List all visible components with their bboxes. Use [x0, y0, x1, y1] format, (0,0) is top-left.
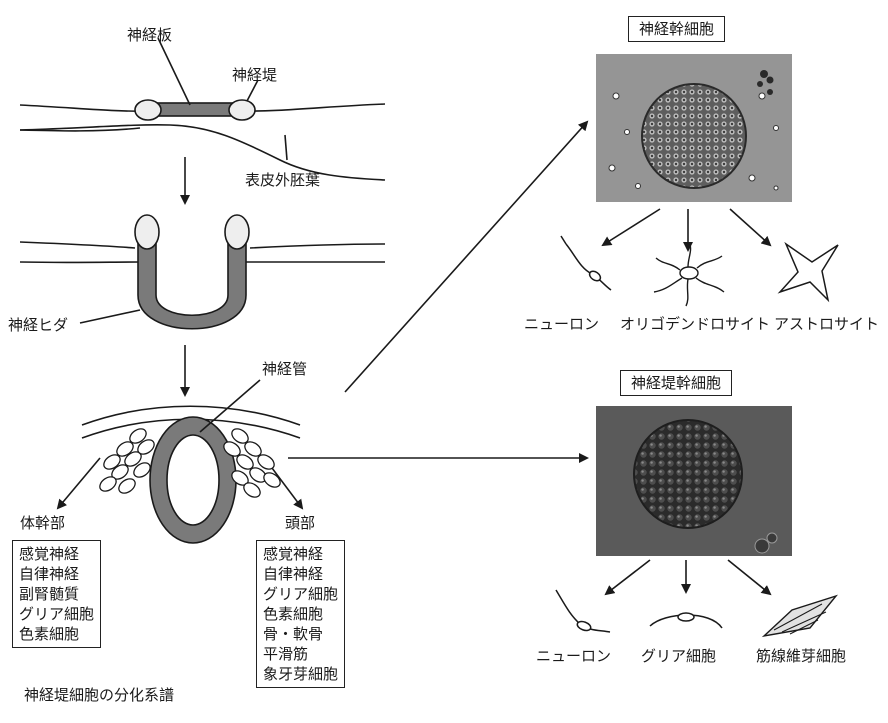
- arrow-ns-astro: [730, 209, 770, 245]
- head-item: 象牙芽細胞: [263, 664, 338, 684]
- stage-neural-fold: [20, 215, 385, 329]
- trunk-item: 自律神経: [19, 564, 94, 584]
- trunk-derivatives-list: 感覚神経 自律神経 副腎髄質 グリア細胞 色素細胞: [12, 540, 101, 648]
- head-item: 感覚神経: [263, 544, 338, 564]
- head-derivatives-list: 感覚神経 自律神経 グリア細胞 色素細胞 骨・軟骨 平滑筋 象牙芽細胞: [256, 540, 345, 688]
- stage-neural-tube: [82, 380, 300, 543]
- ns-output-neuron: ニューロン: [524, 315, 599, 333]
- head-item: 色素細胞: [263, 604, 338, 624]
- neural-crest-right: [229, 100, 255, 120]
- fold-crest-right: [225, 215, 249, 249]
- neural-plate-shape: [148, 103, 242, 116]
- ns-output-astrocyte: アストロサイト: [774, 315, 879, 333]
- trunk-item: 副腎髄質: [19, 584, 94, 604]
- arrow-cs-myofib: [728, 560, 770, 594]
- stage-neural-plate: [20, 38, 385, 180]
- neural-tube-label: 神経管: [262, 360, 307, 378]
- glia-drawing: [650, 613, 722, 628]
- neural-crest-label: 神経堤: [232, 66, 277, 84]
- arrow-cs-neuron: [606, 560, 650, 594]
- neuron-drawing-2: [556, 590, 610, 632]
- neural-stem-title: 神経幹細胞: [628, 16, 725, 42]
- neural-fold-shape: [138, 238, 246, 329]
- neural-crest-left: [135, 100, 161, 120]
- oligodendrocyte-drawing: [654, 244, 724, 306]
- head-item: グリア細胞: [263, 584, 338, 604]
- neural-plate-label: 神経板: [127, 26, 172, 44]
- neural-stem-photo: [596, 54, 792, 202]
- head-item: 平滑筋: [263, 644, 338, 664]
- diagram-caption: 神経堤細胞の分化系譜: [24, 686, 174, 704]
- cs-output-neuron: ニューロン: [536, 647, 611, 665]
- head-label: 頭部: [285, 514, 315, 532]
- arrow-to-neural-stem: [345, 122, 587, 392]
- crest-stem-photo: [596, 406, 792, 556]
- neural-fold-label: 神経ヒダ: [8, 316, 68, 334]
- trunk-item: グリア細胞: [19, 604, 94, 624]
- arrow-to-trunk: [58, 458, 100, 508]
- cs-output-myofibroblast: 筋線維芽細胞: [756, 647, 846, 665]
- arrow-to-head: [272, 468, 302, 508]
- trunk-item: 色素細胞: [19, 624, 94, 644]
- crest-stem-title: 神経堤幹細胞: [620, 370, 732, 396]
- trunk-label: 体幹部: [20, 514, 65, 532]
- fold-crest-left: [135, 215, 159, 249]
- arrow-ns-neuron: [603, 209, 660, 245]
- head-item: 自律神経: [263, 564, 338, 584]
- cs-output-glia: グリア細胞: [641, 647, 716, 665]
- epidermal-ectoderm-label: 表皮外胚葉: [245, 171, 320, 189]
- ns-output-oligodendrocyte: オリゴデンドロサイト: [620, 315, 770, 333]
- myofibroblast-drawing: [764, 596, 836, 636]
- astrocyte-drawing: [780, 244, 838, 300]
- head-item: 骨・軟骨: [263, 624, 338, 644]
- trunk-item: 感覚神経: [19, 544, 94, 564]
